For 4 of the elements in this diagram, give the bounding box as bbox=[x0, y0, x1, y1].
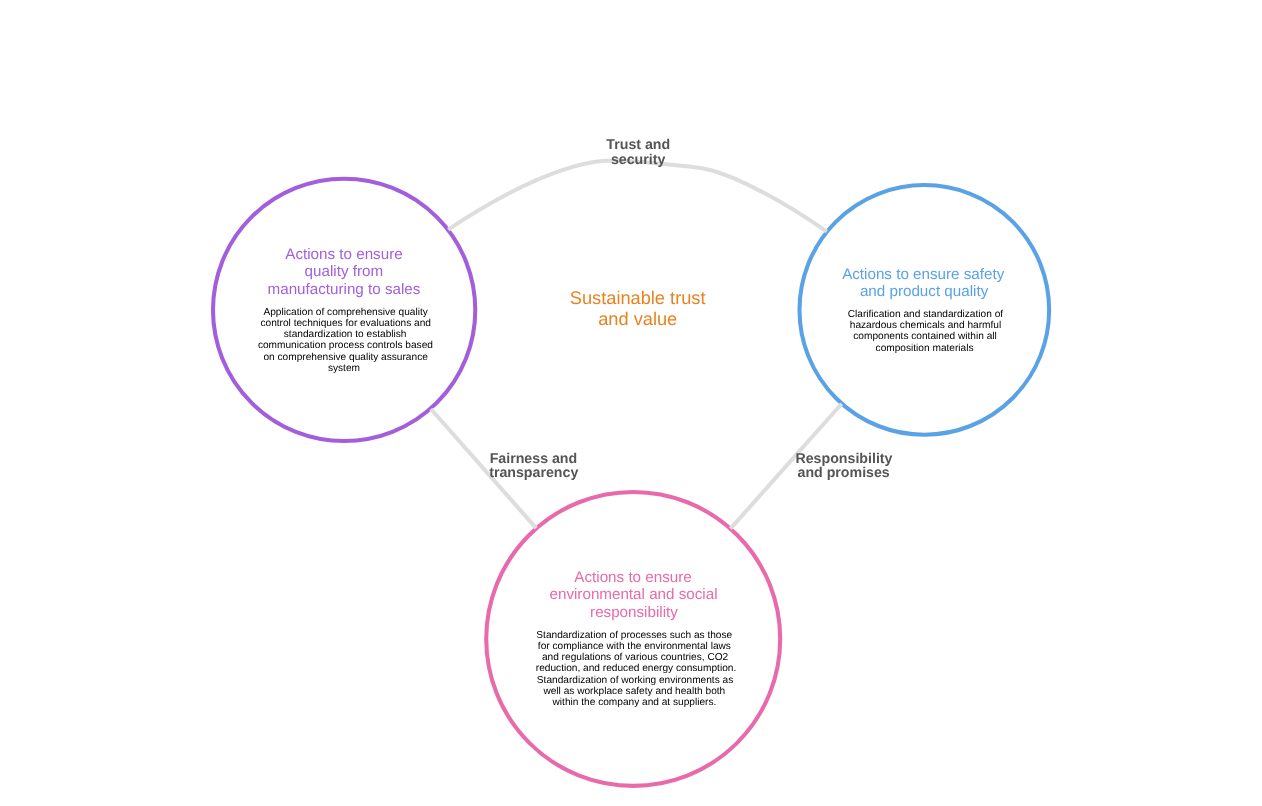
connector bbox=[447, 157, 828, 233]
connector bbox=[728, 401, 844, 529]
label: Sustainable trust and value bbox=[569, 287, 706, 328]
connector bbox=[429, 406, 538, 529]
